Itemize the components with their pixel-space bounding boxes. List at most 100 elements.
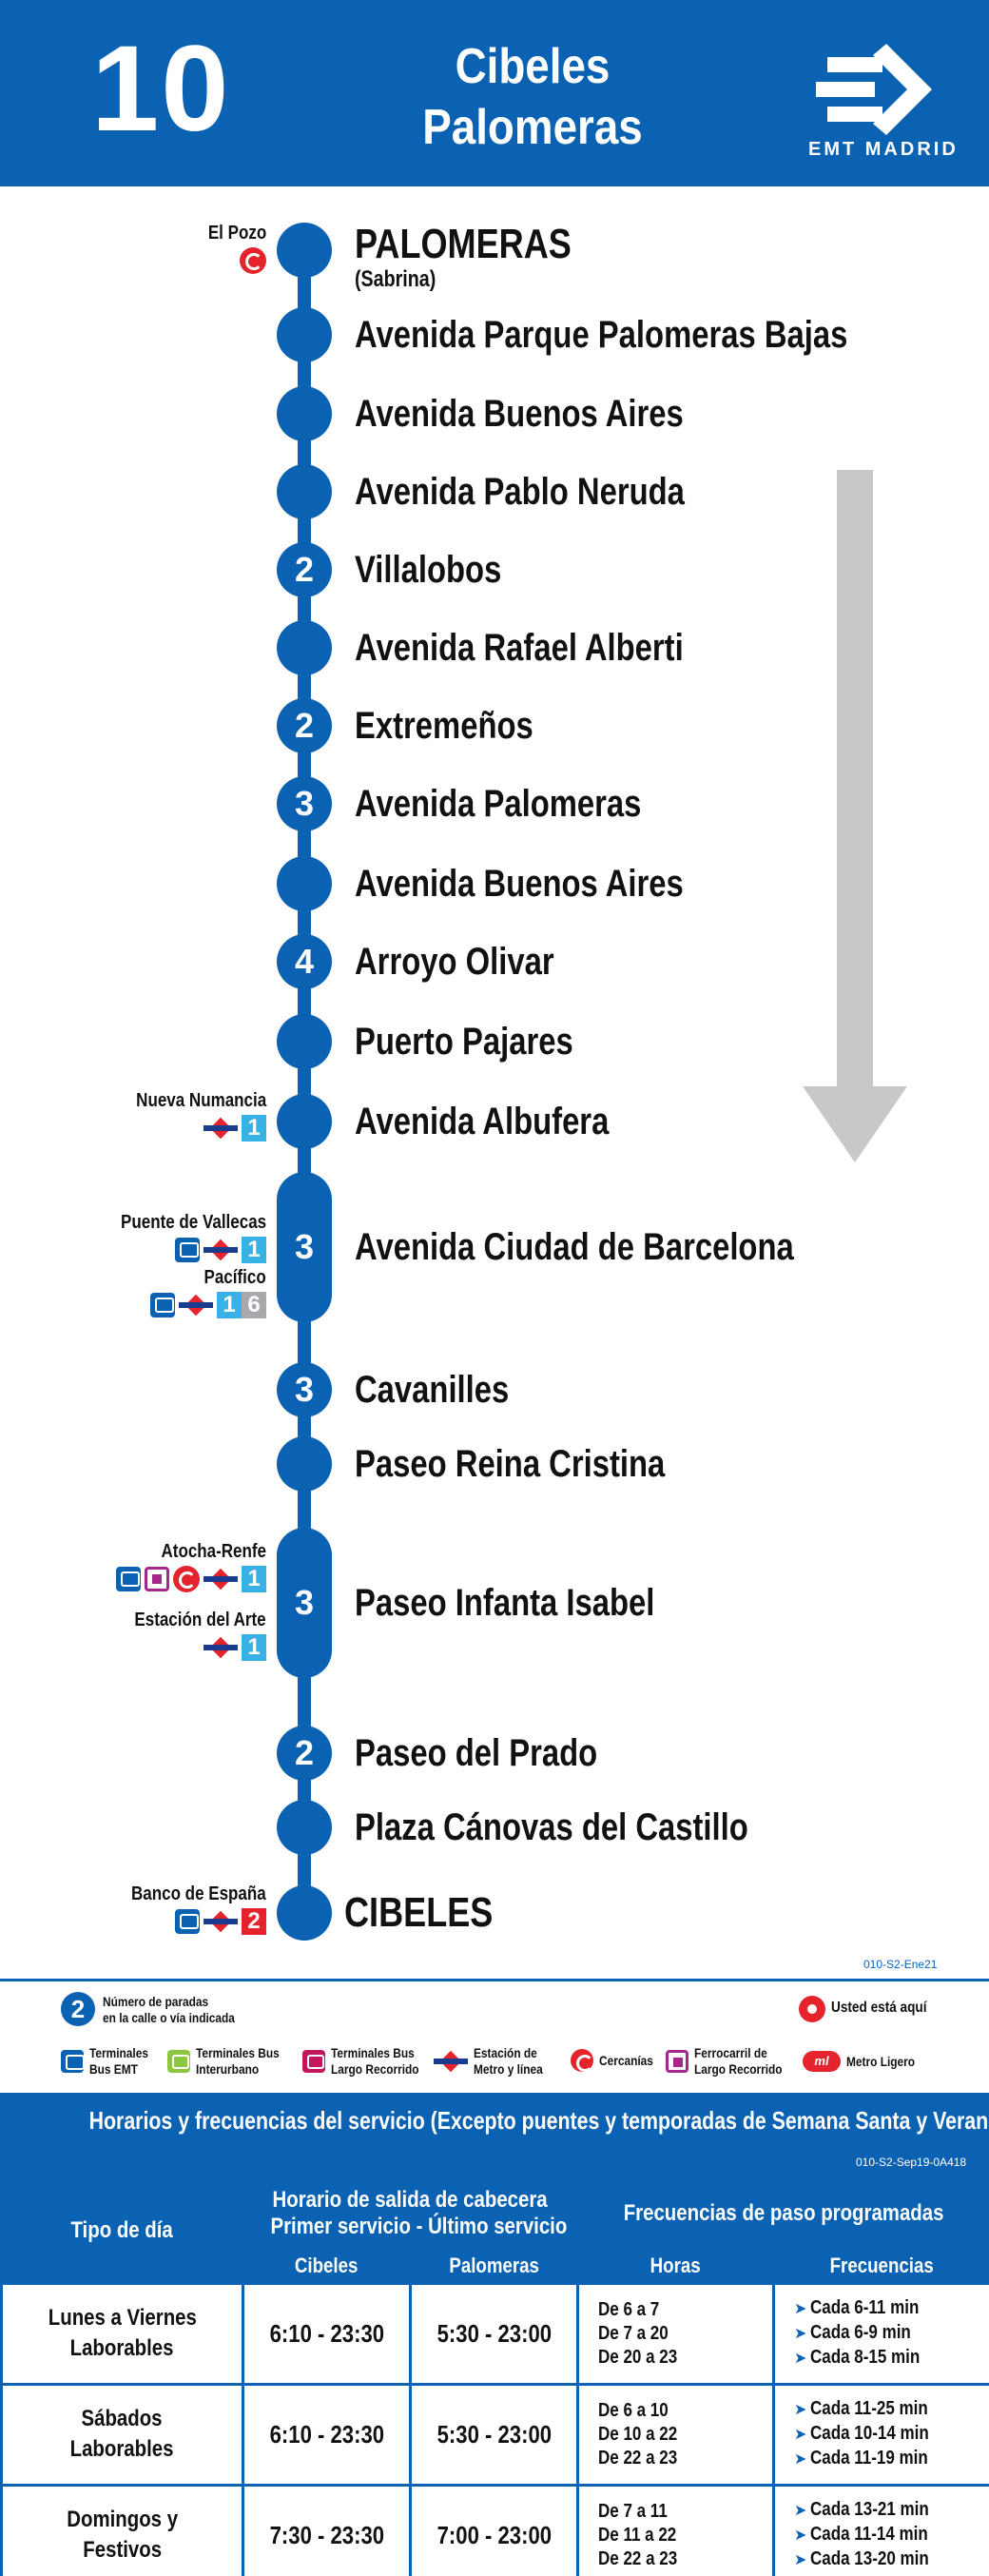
route-title: Cibeles Palomeras — [382, 36, 684, 158]
ferrocarril-icon — [145, 1567, 169, 1591]
stop-name: Paseo del Prado — [355, 1732, 598, 1774]
connection-label-2: Pacífico — [204, 1267, 266, 1288]
metro-icon — [434, 2051, 468, 2072]
connection-label: Puente de Vallecas — [120, 1212, 266, 1233]
frequency-list: ➤Cada 6-11 min ➤Cada 6-9 min ➤Cada 8-15 … — [772, 2281, 989, 2386]
legend-item-metro-ligero: ml Metro Ligero — [803, 2051, 927, 2072]
connection-label: Atocha-Renfe — [161, 1541, 266, 1562]
emt-logo-icon — [816, 44, 932, 135]
you-are-here-icon — [799, 1996, 825, 2022]
first-last-palomeras: 5:30 - 23:00 — [409, 2382, 579, 2487]
you-are-here-text: Usted está aquí — [831, 2000, 927, 2016]
bus-interurbano-icon — [167, 2050, 190, 2073]
stop-dot — [277, 1885, 332, 1941]
col-day-header: Tipo de día — [0, 2176, 244, 2285]
first-last-cibeles: 6:10 - 23:30 — [242, 2382, 412, 2487]
metro-line-badge: 2 — [242, 1908, 266, 1935]
stop-count-badge: 3 — [277, 1172, 332, 1322]
stop-name: Puerto Pajares — [355, 1021, 573, 1063]
stop-name: Plaza Cánovas del Castillo — [355, 1806, 748, 1848]
connection-label: Banco de España — [131, 1883, 266, 1904]
stop-name: Avenida Parque Palomeras Bajas — [355, 314, 848, 356]
route-diagram: PALOMERAS (Sabrina) El Pozo Avenida Parq… — [0, 186, 989, 1975]
stop-name: Paseo Reina Cristina — [355, 1443, 666, 1485]
arrow-icon: ➤ — [794, 2427, 807, 2443]
col-schedule-header: Horario de salida de cabecera Primer ser… — [242, 2176, 579, 2250]
frequency-list: ➤Cada 13-21 min ➤Cada 11-14 min ➤Cada 13… — [772, 2483, 989, 2576]
ferrocarril-icon — [666, 2050, 688, 2073]
col-cibeles-header: Cibeles — [242, 2246, 412, 2285]
stop-name: Villalobos — [355, 549, 502, 591]
arrow-icon: ➤ — [794, 2351, 807, 2367]
cercanias-icon — [173, 1566, 200, 1592]
cercanias-icon — [240, 247, 266, 274]
timetable-heading: Horarios y frecuencias del servicio (Exc… — [88, 2106, 989, 2135]
stop-name: Extremeños — [355, 705, 533, 747]
bus-largo-recorrido-icon — [302, 2050, 325, 2073]
col-frequency-header: Frecuencias de paso programadas — [576, 2176, 989, 2250]
bus-emt-icon — [116, 1567, 141, 1591]
bus-emt-icon — [61, 2050, 85, 2073]
hours-list: De 6 a 7 De 7 a 20 De 20 a 23 — [576, 2281, 775, 2386]
stop-count-badge: 3 — [277, 776, 332, 831]
stop-name: Paseo Infanta Isabel — [355, 1582, 655, 1624]
arrow-icon: ➤ — [794, 2301, 807, 2317]
stop-dot — [277, 1800, 332, 1855]
stop-name: Avenida Rafael Alberti — [355, 627, 684, 669]
hours-list: De 6 a 10 De 10 a 22 De 22 a 23 — [576, 2382, 775, 2487]
stop-dot — [277, 307, 332, 362]
stop-dot — [277, 1094, 332, 1149]
first-last-palomeras: 7:00 - 23:00 — [409, 2483, 579, 2576]
direction-arrow-icon — [803, 470, 907, 1162]
arrow-icon: ➤ — [794, 2402, 807, 2418]
timetable: Tipo de día Horario de salida de cabecer… — [0, 2144, 989, 2576]
route-title-line1: Cibeles — [455, 39, 611, 94]
stop-name: Cavanilles — [355, 1369, 510, 1411]
metro-icon — [204, 1911, 238, 1932]
arrow-icon: ➤ — [794, 2503, 807, 2519]
col-frecuencias-header: Frecuencias — [772, 2246, 989, 2285]
connection-label: El Pozo — [207, 223, 266, 244]
metro-ligero-icon: ml — [803, 2051, 841, 2072]
metro-icon — [204, 1569, 238, 1590]
stop-dot — [277, 620, 332, 675]
metro-line-badge: 1 — [217, 1292, 242, 1318]
legend-count-text: Número de paradas en la calle o vía indi… — [103, 1994, 235, 2025]
bus-emt-icon — [175, 1909, 200, 1934]
first-last-palomeras: 5:30 - 23:00 — [409, 2281, 579, 2386]
legend-item-cercanias: Cercanías — [571, 2049, 663, 2072]
metro-line-badge: 1 — [242, 1115, 266, 1142]
stop-name: Avenida Pablo Neruda — [355, 471, 685, 513]
metro-line-badge: 1 — [242, 1566, 266, 1592]
stop-name: Avenida Ciudad de Barcelona — [355, 1226, 794, 1268]
col-palomeras-header: Palomeras — [409, 2246, 579, 2285]
metro-line-badge: 6 — [242, 1292, 266, 1318]
hours-list: De 7 a 11 De 11 a 22 De 22 a 23 — [576, 2483, 775, 2576]
stop-name: CIBELES — [344, 1889, 494, 1936]
metro-icon — [179, 1295, 213, 1316]
frequency-list: ➤Cada 11-25 min ➤Cada 10-14 min ➤Cada 11… — [772, 2382, 989, 2487]
stop-name: PALOMERAS — [355, 221, 572, 267]
cercanias-icon — [571, 2049, 593, 2072]
metro-icon — [204, 1239, 238, 1260]
stop-dot — [277, 1436, 332, 1492]
stop-name: Arroyo Olivar — [355, 941, 554, 983]
stop-count-badge: 2 — [277, 1726, 332, 1781]
arrow-icon: ➤ — [794, 2552, 807, 2568]
line-number: 10 — [91, 21, 231, 157]
connection-label-2: Estación del Arte — [134, 1610, 266, 1630]
stop-dot — [277, 223, 332, 278]
metro-line-badge: 1 — [242, 1237, 266, 1263]
stop-count-badge: 4 — [277, 934, 332, 989]
col-horas-header: Horas — [576, 2246, 775, 2285]
